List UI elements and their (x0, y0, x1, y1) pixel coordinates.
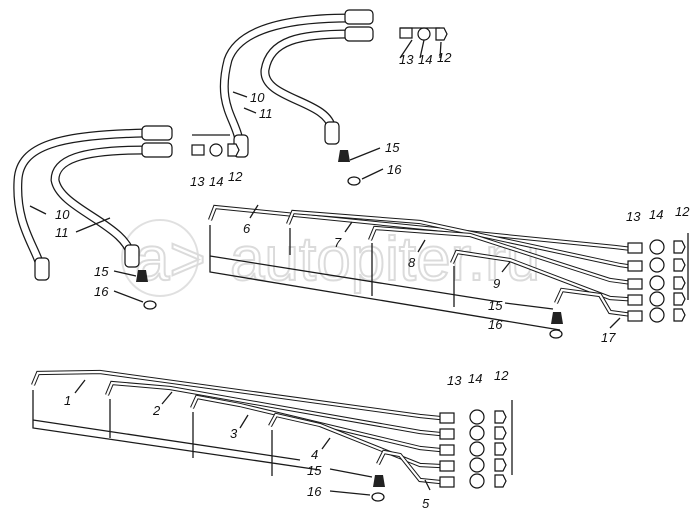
middle-left-hose-assembly (13, 125, 240, 310)
callout-label: 7 (334, 235, 342, 250)
middle-right-pipe-set (208, 204, 689, 339)
callout-label: 17 (601, 330, 616, 345)
top-hose-assembly (219, 9, 448, 186)
callout-label: 15 (488, 298, 503, 313)
callout-label: 4 (311, 447, 318, 462)
callout-label: 14 (209, 174, 223, 189)
callout-label: 14 (468, 371, 482, 386)
callout-label: 12 (675, 204, 690, 219)
callout-label: 15 (307, 463, 322, 478)
callout-label: 16 (94, 284, 109, 299)
callout-label: 2 (152, 403, 161, 418)
top-labels: 13 14 12 10 11 15 16 (250, 50, 452, 177)
callout-label: 12 (494, 368, 509, 383)
callout-label: 13 (447, 373, 462, 388)
callout-label: 13 (626, 209, 641, 224)
callout-label: 15 (385, 140, 400, 155)
callout-label: 5 (422, 496, 430, 511)
callout-label: 10 (55, 207, 70, 222)
callout-label: 13 (190, 174, 205, 189)
svg-text:a>: a> (135, 225, 206, 294)
callout-label: 14 (418, 52, 432, 67)
bottom-pipe-set (31, 369, 513, 502)
callout-label: 1 (64, 393, 71, 408)
callout-label: 16 (307, 484, 322, 499)
middle-right-labels: 6 7 8 9 13 14 12 15 16 17 (243, 204, 690, 345)
callout-label: 16 (488, 317, 503, 332)
callout-label: 3 (230, 426, 238, 441)
callout-label: 13 (399, 52, 414, 67)
fitting-stack (627, 233, 689, 323)
callout-label: 9 (493, 276, 500, 291)
bottom-labels: 1 2 3 4 5 13 14 12 15 16 (64, 368, 509, 511)
callout-label: 10 (250, 90, 265, 105)
callout-label: 14 (649, 207, 663, 222)
middle-left-labels: 13 14 12 10 11 15 16 (55, 169, 243, 299)
callout-label: 12 (228, 169, 243, 184)
callout-label: 15 (94, 264, 109, 279)
callout-label: 8 (408, 255, 416, 270)
fitting-stack (439, 400, 513, 489)
callout-label: 6 (243, 221, 251, 236)
callout-label: 11 (55, 225, 69, 240)
callout-label: 12 (437, 50, 452, 65)
callout-label: 11 (259, 106, 273, 121)
callout-label: 16 (387, 162, 402, 177)
